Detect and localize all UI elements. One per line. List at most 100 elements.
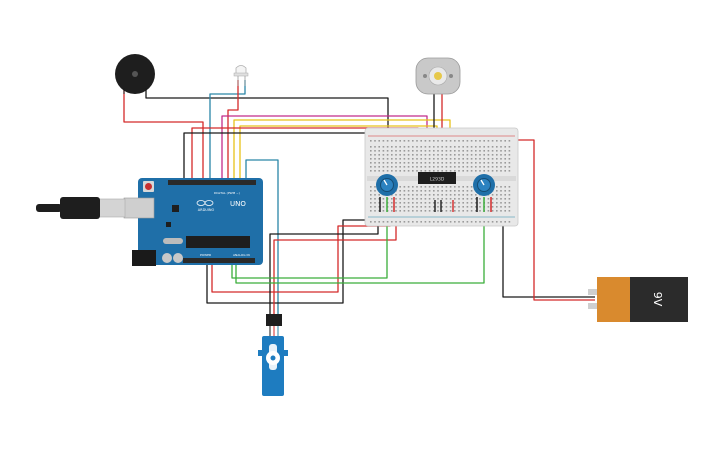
breadboard-hole[interactable] <box>395 194 397 196</box>
breadboard-hole[interactable] <box>407 186 410 188</box>
breadboard-hole[interactable] <box>382 221 385 223</box>
breadboard-hole[interactable] <box>437 186 439 188</box>
breadboard-hole[interactable] <box>504 210 506 212</box>
breadboard-hole[interactable] <box>462 198 464 200</box>
breadboard-hole[interactable] <box>454 190 456 192</box>
breadboard-hole[interactable] <box>504 150 506 152</box>
breadboard-hole[interactable] <box>374 140 376 142</box>
breadboard-hole[interactable] <box>508 186 511 188</box>
breadboard-hole[interactable] <box>391 150 393 152</box>
breadboard-hole[interactable] <box>399 150 401 152</box>
breadboard-hole[interactable] <box>441 150 443 152</box>
breadboard-hole[interactable] <box>487 221 490 223</box>
breadboard-hole[interactable] <box>391 198 393 200</box>
breadboard-hole[interactable] <box>437 190 439 192</box>
breadboard-hole[interactable] <box>370 202 372 204</box>
breadboard-hole[interactable] <box>466 186 469 188</box>
breadboard-hole[interactable] <box>378 210 380 212</box>
breadboard-hole[interactable] <box>445 221 448 223</box>
breadboard-hole[interactable] <box>403 170 406 172</box>
breadboard-hole[interactable] <box>449 186 452 188</box>
analog-header[interactable] <box>183 258 255 263</box>
breadboard-hole[interactable] <box>433 210 435 212</box>
breadboard-hole[interactable] <box>433 158 435 160</box>
breadboard-hole[interactable] <box>395 221 397 223</box>
breadboard-hole[interactable] <box>470 194 473 196</box>
breadboard-hole[interactable] <box>374 186 376 188</box>
breadboard-hole[interactable] <box>470 202 473 204</box>
led[interactable] <box>233 65 249 87</box>
breadboard-hole[interactable] <box>424 221 427 223</box>
breadboard-hole[interactable] <box>491 140 494 142</box>
breadboard-hole[interactable] <box>420 170 422 172</box>
breadboard-hole[interactable] <box>437 210 439 212</box>
breadboard-hole[interactable] <box>508 166 511 168</box>
breadboard-hole[interactable] <box>500 170 502 172</box>
breadboard-hole[interactable] <box>428 210 431 212</box>
breadboard-hole[interactable] <box>370 150 372 152</box>
breadboard-hole[interactable] <box>466 162 469 164</box>
breadboard-hole[interactable] <box>445 140 448 142</box>
breadboard-hole[interactable] <box>504 140 506 142</box>
breadboard-hole[interactable] <box>403 194 406 196</box>
breadboard-hole[interactable] <box>508 154 511 156</box>
breadboard-hole[interactable] <box>454 202 456 204</box>
breadboard-hole[interactable] <box>378 158 380 160</box>
breadboard-hole[interactable] <box>445 186 448 188</box>
breadboard-hole[interactable] <box>470 190 473 192</box>
breadboard-hole[interactable] <box>449 162 452 164</box>
breadboard-hole[interactable] <box>424 154 427 156</box>
breadboard-hole[interactable] <box>403 190 406 192</box>
breadboard-hole[interactable] <box>382 206 385 208</box>
reset-button[interactable] <box>145 183 152 190</box>
breadboard-hole[interactable] <box>458 146 460 148</box>
breadboard-hole[interactable] <box>508 146 511 148</box>
breadboard-hole[interactable] <box>403 202 406 204</box>
breadboard-hole[interactable] <box>416 186 418 188</box>
breadboard-hole[interactable] <box>454 140 456 142</box>
breadboard-hole[interactable] <box>370 170 372 172</box>
breadboard-hole[interactable] <box>395 198 397 200</box>
breadboard-hole[interactable] <box>424 194 427 196</box>
wire-green-1[interactable] <box>231 200 388 279</box>
breadboard-hole[interactable] <box>412 166 414 168</box>
breadboard-hole[interactable] <box>500 210 502 212</box>
breadboard-hole[interactable] <box>449 154 452 156</box>
breadboard-hole[interactable] <box>416 158 418 160</box>
breadboard-hole[interactable] <box>433 198 435 200</box>
breadboard-hole[interactable] <box>441 166 443 168</box>
breadboard-hole[interactable] <box>395 162 397 164</box>
breadboard-hole[interactable] <box>407 170 410 172</box>
breadboard-hole[interactable] <box>445 150 448 152</box>
breadboard-hole[interactable] <box>395 206 397 208</box>
breadboard-hole[interactable] <box>428 221 431 223</box>
breadboard-hole[interactable] <box>500 154 502 156</box>
breadboard-hole[interactable] <box>382 158 385 160</box>
breadboard-hole[interactable] <box>454 166 456 168</box>
breadboard-hole[interactable] <box>496 146 498 148</box>
breadboard-hole[interactable] <box>449 158 452 160</box>
breadboard-hole[interactable] <box>391 166 393 168</box>
breadboard-hole[interactable] <box>428 190 431 192</box>
breadboard-hole[interactable] <box>395 170 397 172</box>
breadboard-hole[interactable] <box>445 170 448 172</box>
breadboard-hole[interactable] <box>391 140 393 142</box>
breadboard-hole[interactable] <box>378 146 380 148</box>
piezo-buzzer[interactable] <box>115 54 155 94</box>
breadboard-hole[interactable] <box>491 146 494 148</box>
breadboard-hole[interactable] <box>378 194 380 196</box>
breadboard-hole[interactable] <box>479 166 481 168</box>
breadboard-hole[interactable] <box>424 186 427 188</box>
breadboard-hole[interactable] <box>449 150 452 152</box>
breadboard-hole[interactable] <box>403 146 406 148</box>
breadboard-hole[interactable] <box>437 194 439 196</box>
breadboard-hole[interactable] <box>462 206 464 208</box>
breadboard-hole[interactable] <box>466 190 469 192</box>
breadboard-hole[interactable] <box>487 158 490 160</box>
breadboard-hole[interactable] <box>504 206 506 208</box>
breadboard-hole[interactable] <box>466 221 469 223</box>
breadboard-hole[interactable] <box>378 154 380 156</box>
breadboard-hole[interactable] <box>412 190 414 192</box>
breadboard-hole[interactable] <box>378 198 380 200</box>
breadboard-hole[interactable] <box>500 150 502 152</box>
